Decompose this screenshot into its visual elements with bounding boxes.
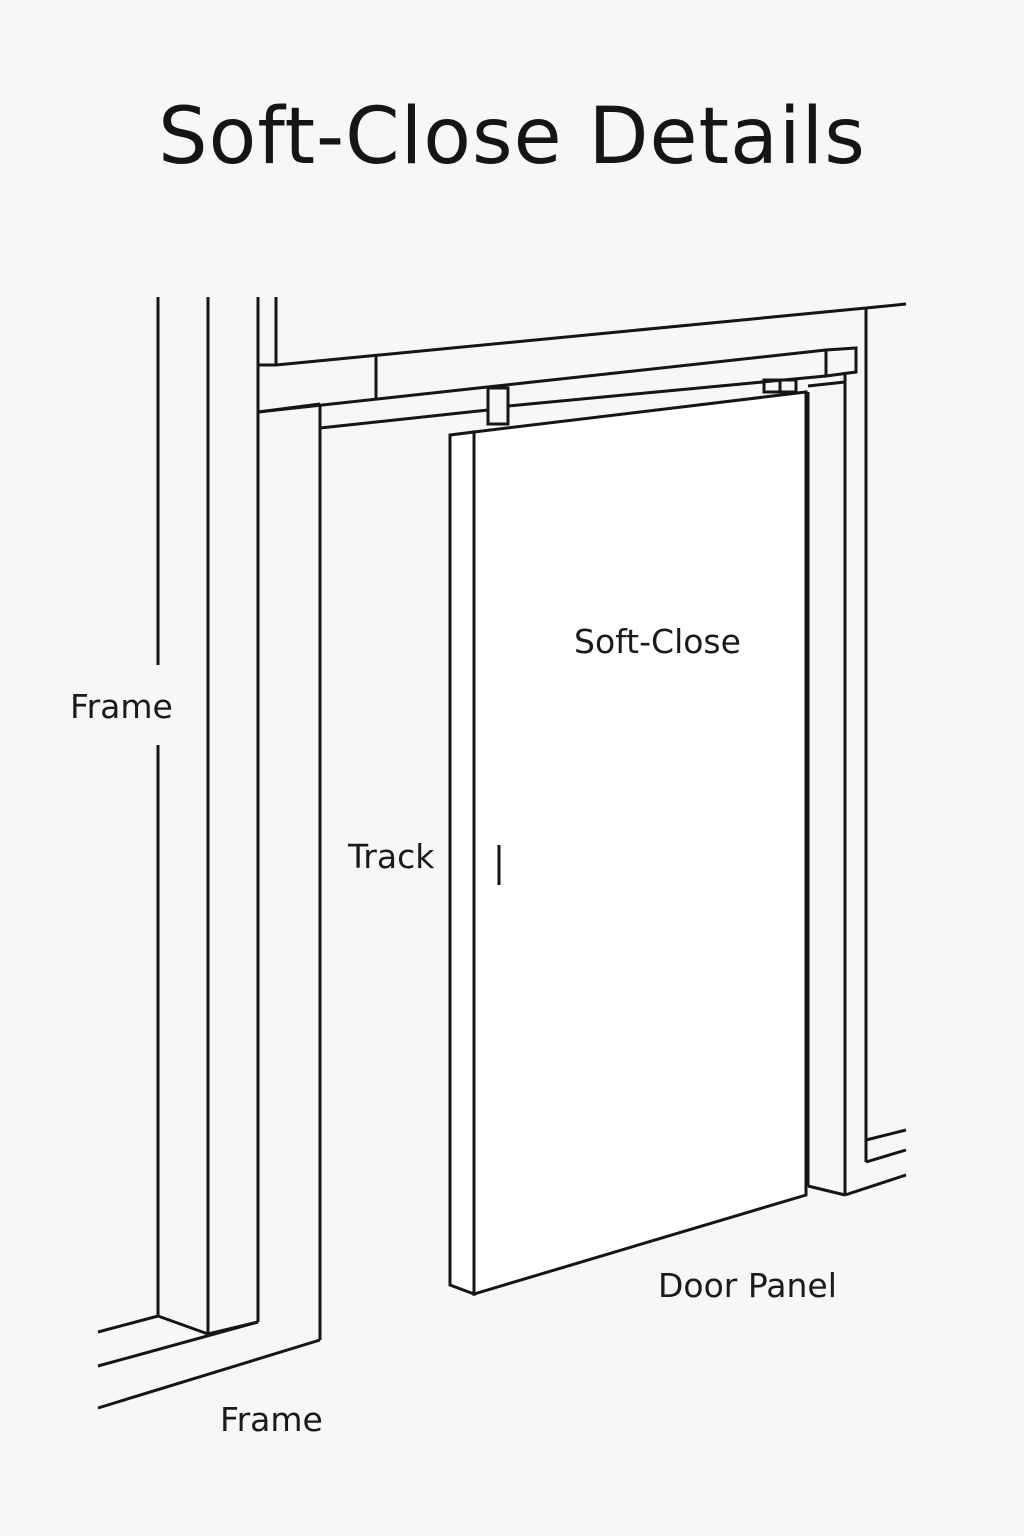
floor-lines xyxy=(97,1128,907,1410)
label-track: Track xyxy=(348,837,435,876)
door-panel xyxy=(448,390,808,1297)
header-beam xyxy=(257,302,907,414)
right-jamb xyxy=(806,344,868,1195)
label-soft-close: Soft-Close xyxy=(574,622,741,661)
page-title: Soft-Close Details xyxy=(158,92,866,182)
left-wall-frame xyxy=(156,297,278,1336)
label-door-panel: Door Panel xyxy=(658,1266,837,1305)
roller-hanger xyxy=(486,386,510,426)
door-opening-jamb xyxy=(257,380,846,1340)
track-rail xyxy=(486,346,858,426)
label-frame-bottom: Frame xyxy=(220,1400,323,1439)
label-frame-left: Frame xyxy=(70,687,173,726)
